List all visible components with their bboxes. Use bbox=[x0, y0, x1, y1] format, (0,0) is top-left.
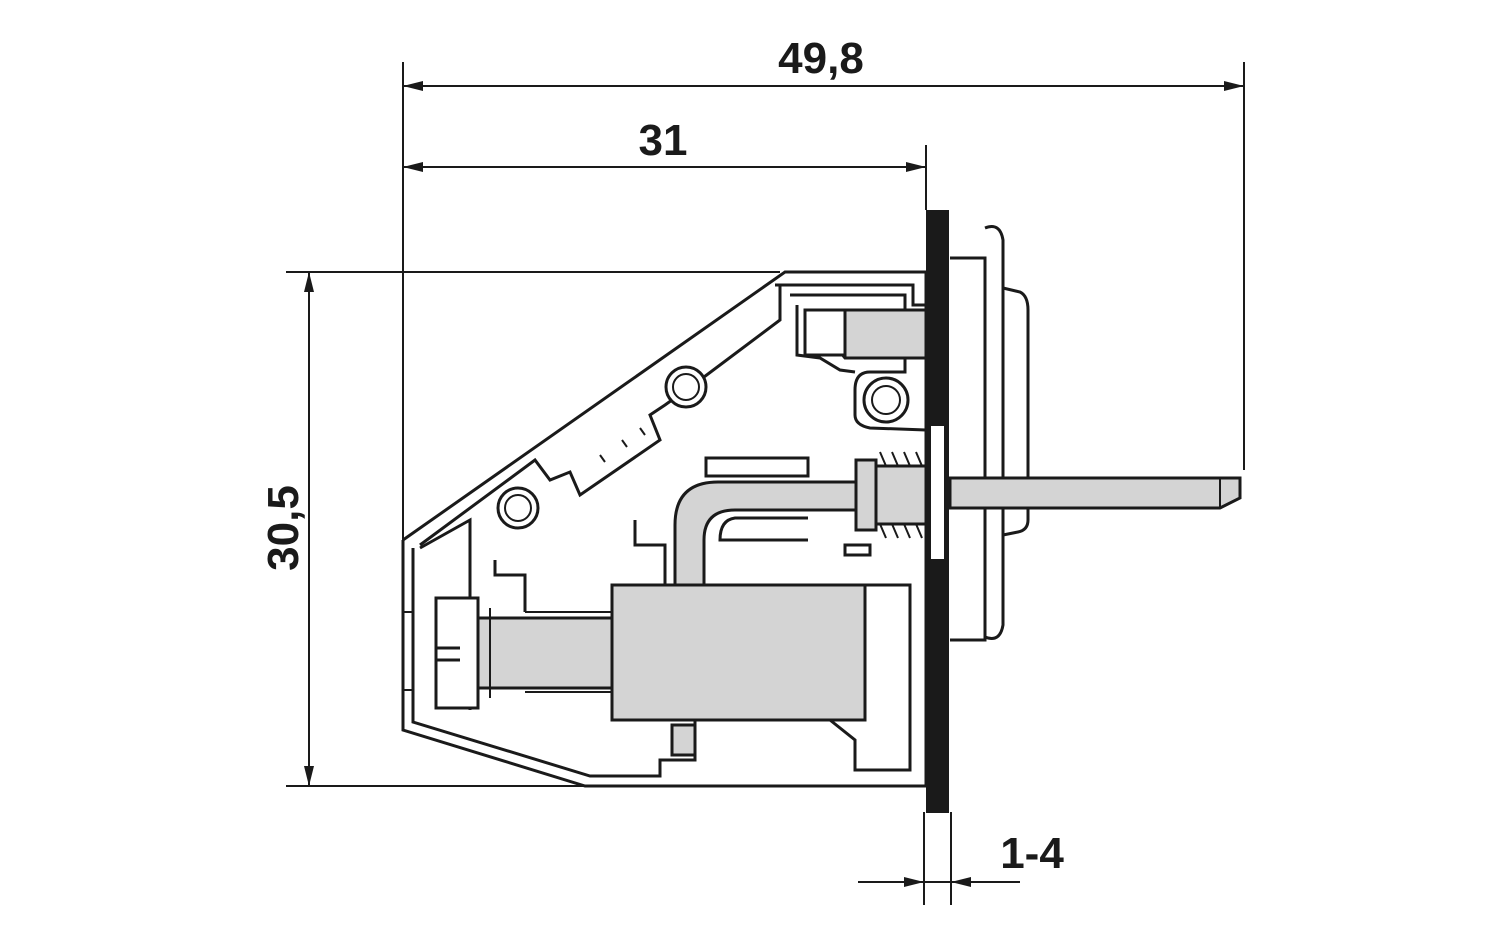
slant-notch-marks bbox=[599, 427, 646, 463]
bushing-nut bbox=[854, 458, 878, 532]
flange-plate bbox=[950, 256, 987, 642]
pin-hole-3 bbox=[862, 376, 910, 424]
dimension-body-width: 31 bbox=[403, 116, 927, 210]
left-edge-marks bbox=[403, 611, 413, 691]
front-flange bbox=[950, 225, 1030, 642]
bushing-thread bbox=[874, 464, 928, 526]
lower-tab bbox=[843, 543, 872, 557]
pin-hole-2 bbox=[496, 486, 540, 530]
flange-boss bbox=[1002, 286, 1030, 537]
lower-pin bbox=[670, 723, 697, 757]
current-bar bbox=[673, 480, 862, 587]
dimension-panel-thickness: 1-4 bbox=[858, 812, 1064, 905]
panel-hole bbox=[929, 424, 946, 561]
dimension-label-panel-thickness: 1-4 bbox=[1000, 829, 1064, 878]
lower-left-step bbox=[493, 560, 527, 612]
lower-right-wall bbox=[829, 583, 912, 772]
thread-marks bbox=[879, 451, 923, 539]
mounting-panel bbox=[926, 210, 949, 813]
dimension-overall-width: 49,8 bbox=[402, 34, 1245, 540]
test-rod bbox=[948, 476, 1242, 510]
rod-shaft bbox=[948, 476, 1242, 510]
dimension-label-body-width: 31 bbox=[639, 116, 688, 165]
screw-head bbox=[434, 596, 480, 710]
bar-guide-inner bbox=[718, 516, 808, 542]
dimension-label-height: 30,5 bbox=[259, 485, 308, 571]
housing-outline bbox=[401, 270, 928, 788]
latch-slot bbox=[803, 308, 847, 357]
screw-shaft bbox=[476, 616, 615, 690]
dimension-label-overall-width: 49,8 bbox=[778, 34, 864, 83]
upper-cavity-inner bbox=[795, 305, 856, 374]
terminal-housing bbox=[401, 270, 928, 788]
housing-inner-wall bbox=[411, 548, 697, 778]
pin-hole-1 bbox=[664, 365, 708, 409]
slant-inner-edge bbox=[419, 285, 782, 547]
latch-pin bbox=[838, 308, 928, 360]
housing-inner-top bbox=[775, 283, 926, 307]
bar-guide-top bbox=[704, 456, 810, 478]
upper-cavity bbox=[790, 293, 927, 432]
mid-step bbox=[633, 520, 667, 585]
clamp-block bbox=[610, 583, 867, 722]
dimension-height: 30,5 bbox=[259, 271, 780, 787]
flange-rim bbox=[984, 225, 1005, 640]
